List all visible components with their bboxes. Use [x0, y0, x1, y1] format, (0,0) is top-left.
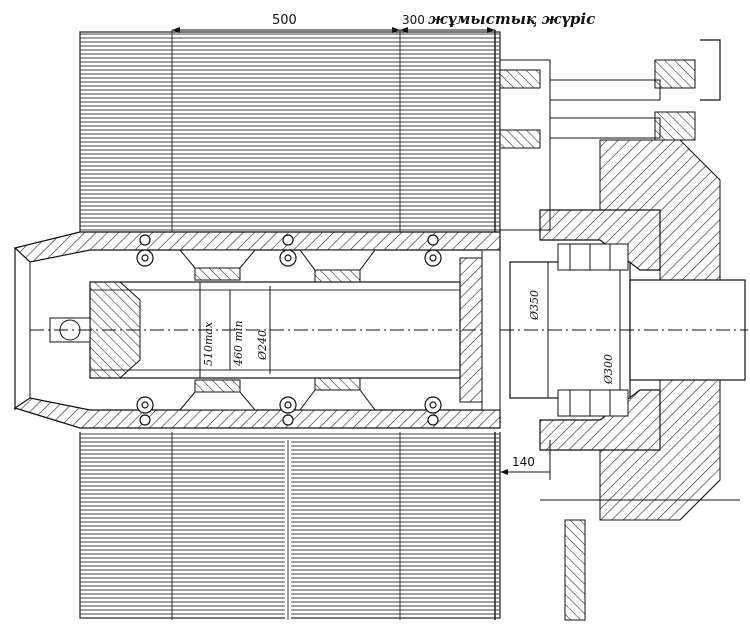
top-dimension — [172, 27, 495, 33]
stroke-label: жұмыстық жүріс — [428, 10, 595, 28]
dimension-300-diameter: Ø300 — [602, 354, 615, 385]
bearing-assembly — [499, 39, 748, 621]
dimension-bore-diameter: Ø240 — [256, 330, 269, 361]
dimension-500: 500 — [272, 13, 297, 28]
ram-block-hatching — [79, 30, 501, 620]
dimension-300: 300 — [402, 13, 425, 27]
roller-bolts — [136, 234, 442, 426]
dimension-140: 140 — [512, 455, 535, 469]
dimension-350: Ø350 — [528, 290, 541, 321]
dimension-510max: 510max — [202, 321, 215, 366]
cylinder-body — [13, 231, 505, 432]
dimension-460min: 460 min — [232, 320, 245, 367]
offset-dimension — [500, 440, 551, 480]
bore-dimensions — [199, 282, 271, 378]
